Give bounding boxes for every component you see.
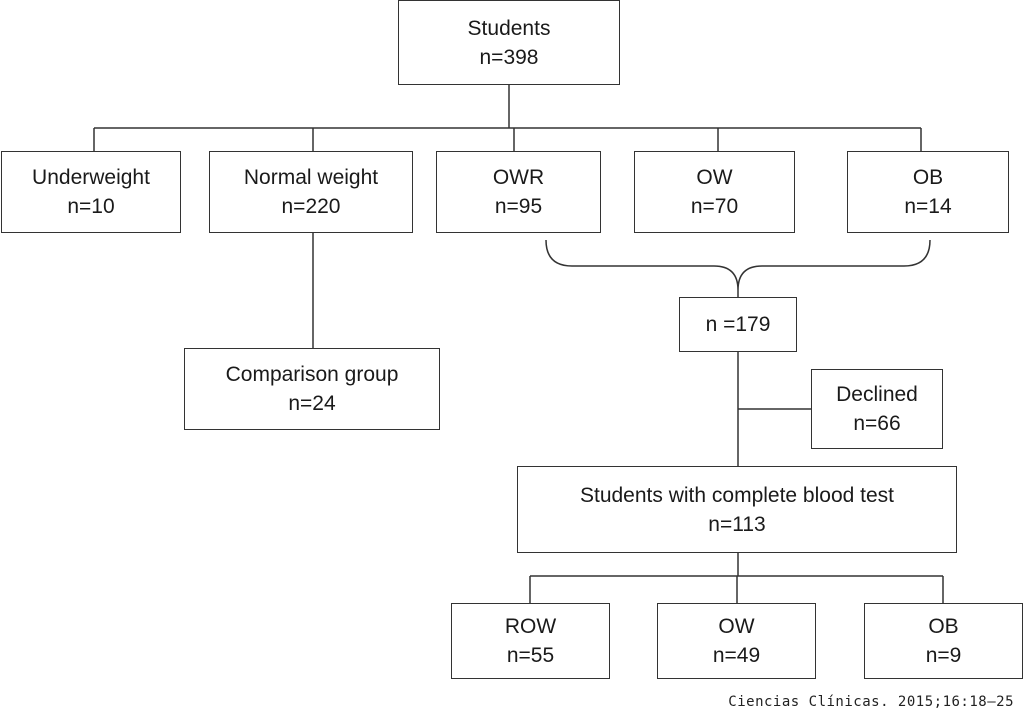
node-row-final-title: ROW <box>504 615 557 638</box>
node-underweight-count: n=10 <box>67 195 115 218</box>
node-underweight: Underweight n=10 <box>1 151 181 233</box>
node-comparison-group-title: Comparison group <box>225 363 399 386</box>
node-ob-final-title: OB <box>928 615 959 638</box>
node-students-count: n=398 <box>479 45 539 69</box>
node-row-final-count: n=55 <box>506 644 555 667</box>
node-declined: Declined n=66 <box>811 369 943 449</box>
node-owr: OWR n=95 <box>436 151 601 233</box>
grouping-brace <box>545 239 931 291</box>
node-combined: n =179 <box>679 297 797 352</box>
node-comparison-group: Comparison group n=24 <box>184 348 440 430</box>
node-row-final: ROW n=55 <box>451 603 610 679</box>
node-students: Students n=398 <box>398 0 620 85</box>
node-declined-title: Declined <box>836 383 918 406</box>
node-ob-final: OB n=9 <box>864 603 1023 679</box>
node-normal-weight-count: n=220 <box>281 195 341 218</box>
node-ow: OW n=70 <box>634 151 795 233</box>
node-combined-count: n =179 <box>705 313 771 336</box>
node-complete-blood-test-title: Students with complete blood test <box>579 483 894 507</box>
node-complete-blood-test: Students with complete blood test n=113 <box>517 466 957 553</box>
node-students-title: Students <box>467 16 551 40</box>
node-comparison-group-count: n=24 <box>288 392 336 415</box>
node-ow-final-title: OW <box>718 615 755 638</box>
node-normal-weight-title: Normal weight <box>243 166 379 189</box>
node-owr-title: OWR <box>492 166 545 189</box>
node-ow-final-count: n=49 <box>712 644 761 667</box>
node-ob: OB n=14 <box>847 151 1009 233</box>
node-complete-blood-test-count: n=113 <box>708 512 766 536</box>
source-credit: Ciencias Clínicas. 2015;16:18–25 <box>728 694 1014 710</box>
node-declined-count: n=66 <box>853 412 901 435</box>
node-owr-count: n=95 <box>494 195 543 218</box>
node-ob-count: n=14 <box>904 195 952 218</box>
node-normal-weight: Normal weight n=220 <box>209 151 413 233</box>
node-underweight-title: Underweight <box>32 166 150 189</box>
node-ob-final-count: n=9 <box>925 644 962 667</box>
node-ob-title: OB <box>912 166 944 189</box>
node-ow-title: OW <box>696 166 733 189</box>
node-ow-final: OW n=49 <box>657 603 816 679</box>
node-ow-count: n=70 <box>690 195 739 218</box>
